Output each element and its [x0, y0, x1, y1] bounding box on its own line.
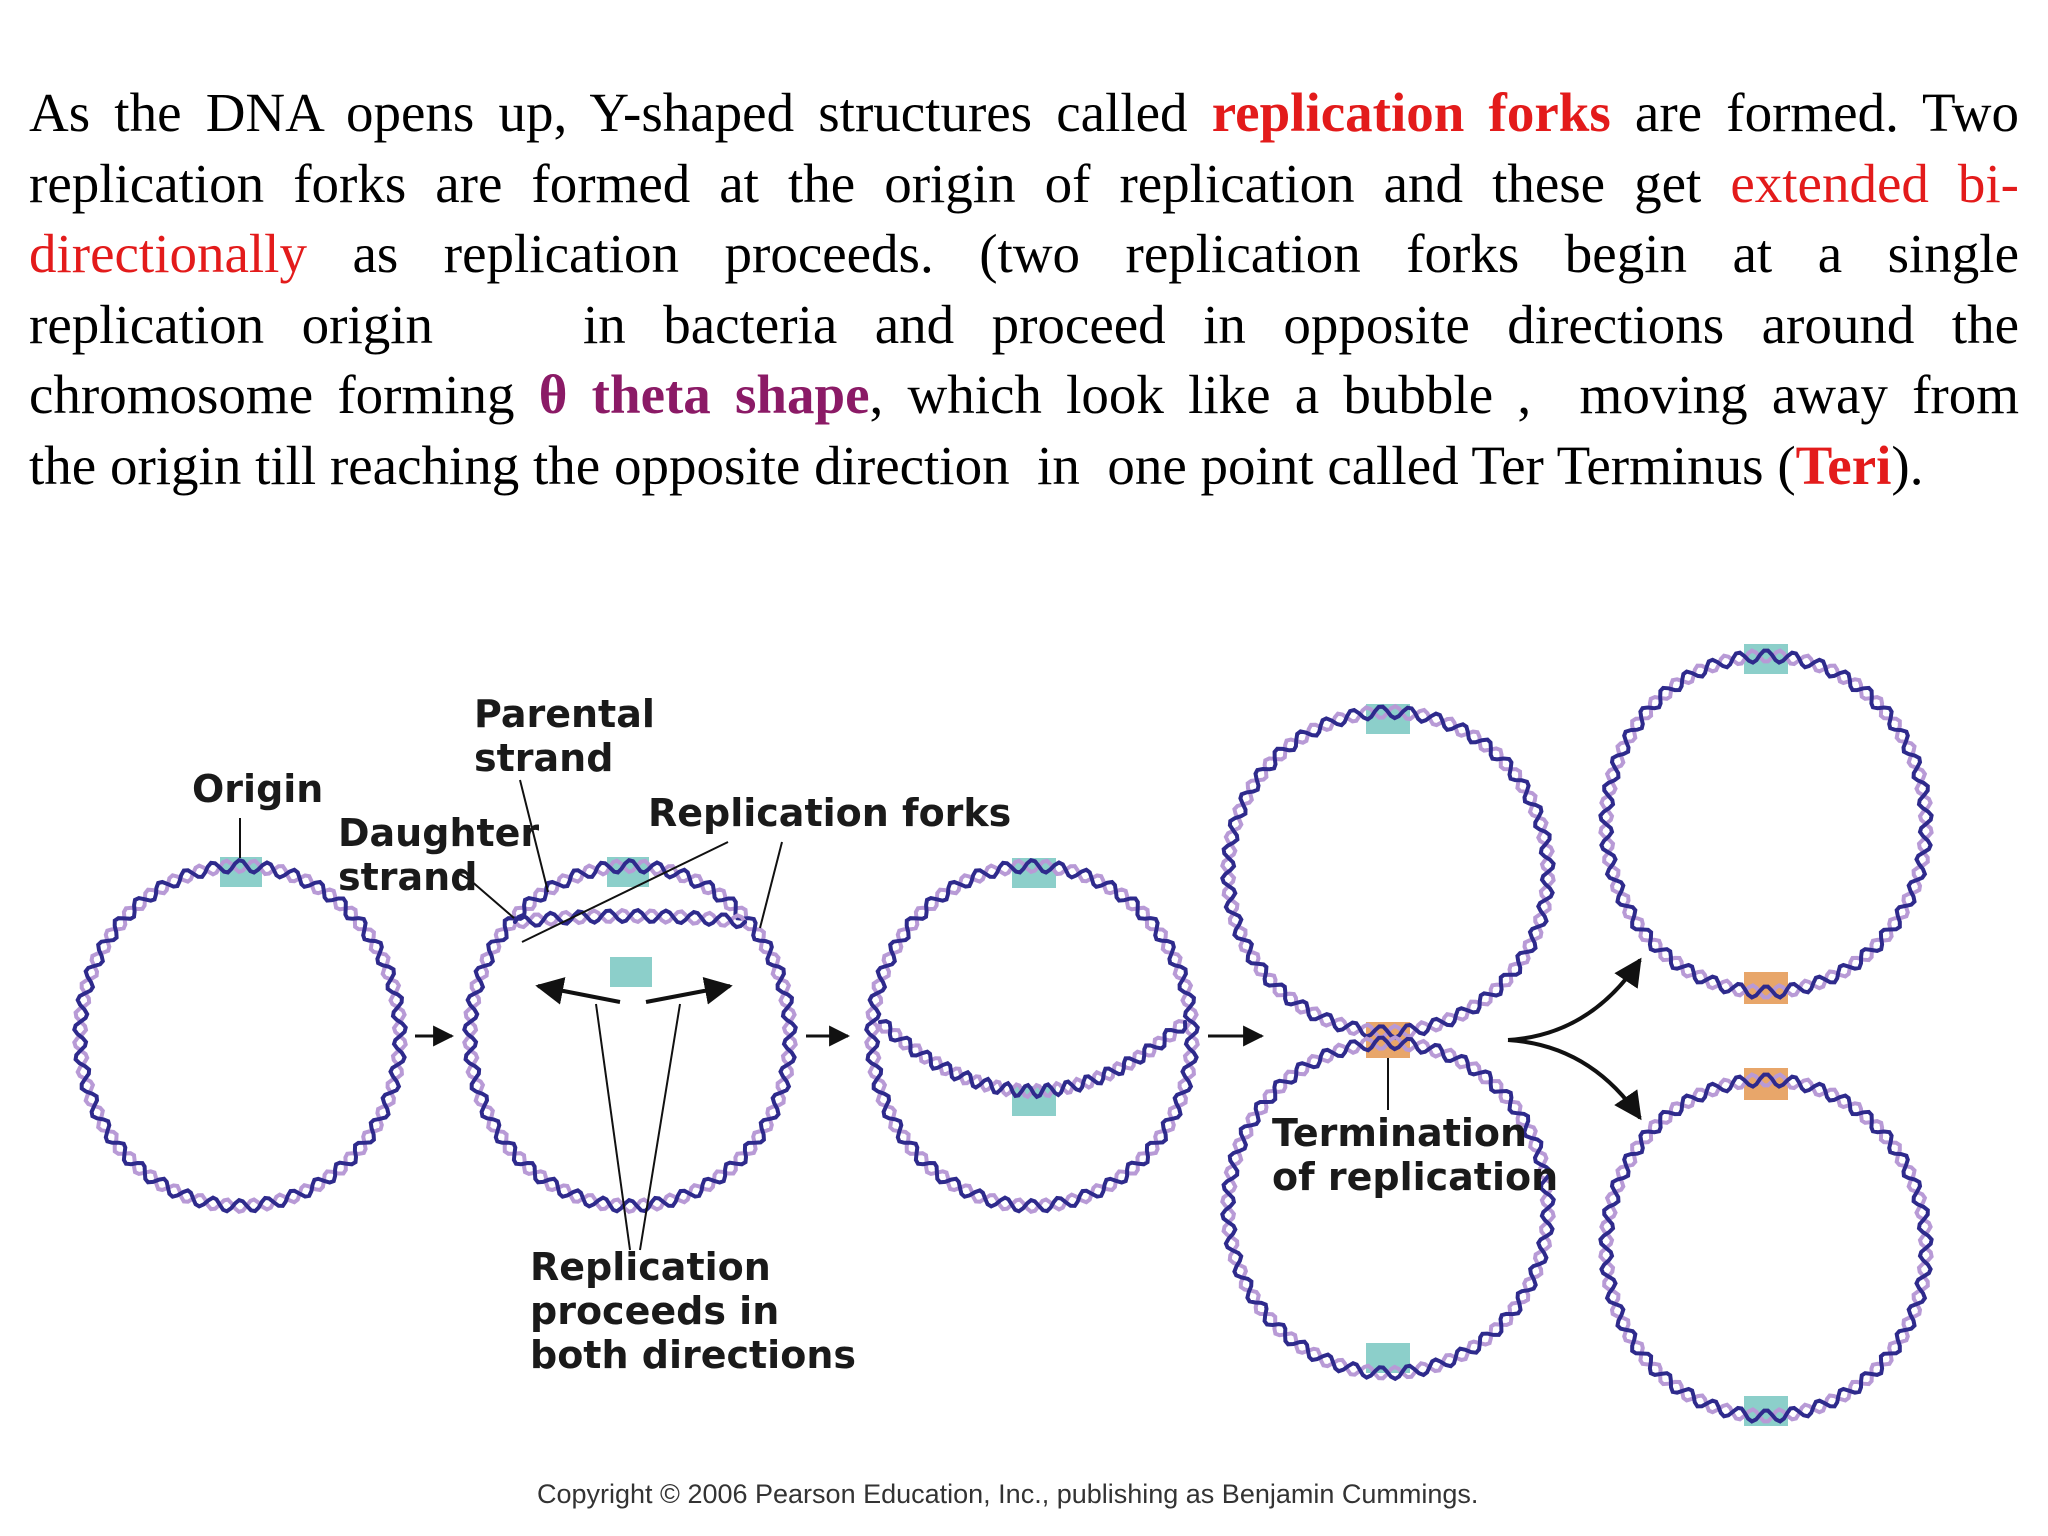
replication-forks-label: Replication forks: [648, 791, 1011, 835]
text-run: , which look like a bubble , moving away…: [869, 364, 2019, 425]
origin-marker: [1744, 644, 1788, 674]
theta-shape-term: θ theta shape: [538, 364, 870, 425]
bidirectional-term-b: directionally: [29, 223, 307, 284]
proceeds-leader-right: [639, 1003, 681, 1251]
split-arrow-down: [1507, 1038, 1642, 1121]
parental-strand-label-2: strand: [474, 736, 613, 780]
fork-leader-right: [759, 841, 783, 929]
proceeds-label-3: both directions: [530, 1333, 856, 1377]
direction-arrow-right: [645, 976, 733, 1005]
paragraph-line-1: As the DNA opens up, Y-shaped structures…: [29, 78, 2019, 149]
stage-arrows: [415, 957, 1642, 1121]
teri-term: Teri: [1795, 434, 1892, 496]
stage3-bubble-b: [878, 1019, 1188, 1100]
direction-arrow-left: [535, 977, 621, 1005]
proceeds-leader-left: [595, 1003, 631, 1251]
paragraph-line-2: replication forks are formed at the orig…: [29, 149, 2019, 220]
marker-boxes: [220, 644, 1788, 1426]
fork-leader-left: [521, 841, 729, 943]
text-run: replication forks are formed at the orig…: [29, 152, 1731, 214]
text-run: as replication proceeds. (two replicatio…: [306, 223, 2019, 284]
origin-marker: [610, 957, 652, 987]
stage3-circle-b: [864, 857, 1200, 1214]
stage4-lower-circle-b: [1220, 1035, 1556, 1382]
explanation-paragraph: As the DNA opens up, Y-shaped structures…: [29, 78, 2019, 501]
paragraph-line-3: directionally as replication proceeds. (…: [29, 219, 2019, 290]
replication-forks-term: replication forks: [1211, 82, 1611, 143]
paragraph-line-4: replication origin in bacteria and proce…: [29, 293, 2019, 355]
stage3-bubble-a: [877, 1019, 1187, 1100]
copyright-notice: Copyright © 2006 Pearson Education, Inc.…: [537, 1479, 1478, 1509]
paragraph-line-5: chromosome forming θ theta shape, which …: [29, 360, 2019, 431]
daughter-strand-label-2: strand: [338, 855, 477, 899]
stage4-upper-circle-b: [1220, 704, 1556, 1041]
termination-label-1: Termination: [1272, 1111, 1527, 1155]
parental-leader: [519, 779, 549, 893]
stage2-bubble-b: [513, 907, 747, 930]
text-run: chromosome forming: [29, 364, 539, 425]
origin-label: Origin: [192, 767, 323, 811]
dna-strands: [72, 648, 1934, 1424]
daughter-leader: [455, 871, 515, 919]
leader-lines: [239, 779, 1389, 1251]
termination-label-2: of replication: [1272, 1155, 1558, 1199]
stage2-circle-b: [462, 857, 798, 1214]
text-run: are formed. Two: [1610, 82, 2019, 143]
stage4-upper-circle-a: [1220, 703, 1556, 1040]
parental-strand-label-1: Parental: [474, 692, 655, 736]
stage1-circle-b: [72, 857, 408, 1214]
paragraph-line-6: the origin till reaching the opposite di…: [29, 431, 2019, 502]
proceeds-label-1: Replication: [530, 1245, 771, 1289]
proceeds-label-2: proceeds in: [530, 1289, 779, 1333]
text-run: As the DNA opens up, Y-shaped structures…: [29, 82, 1212, 143]
daughter-strand-label-1: Daughter: [338, 811, 539, 855]
text-run: the origin till reaching the opposite di…: [29, 434, 1796, 496]
diagram-labels: Origin Parental strand Daughter strand R…: [192, 692, 1558, 1509]
bidirectional-term-a: extended bi-: [1730, 152, 2019, 214]
split-arrow-up: [1507, 957, 1642, 1042]
stage5-upper-circle-b: [1598, 648, 1934, 1000]
text-run: ).: [1891, 434, 1924, 496]
stage5-lower-circle-b: [1598, 1072, 1934, 1424]
